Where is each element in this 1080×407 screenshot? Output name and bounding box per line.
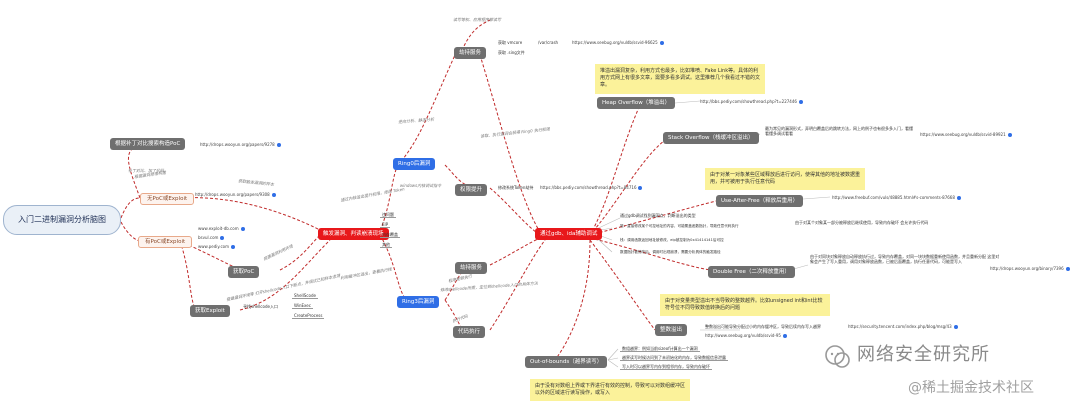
note-oob: 由于没有对数组上界或下界进行有效的控制，导致可以对数组缓冲区以外的区域进行读写操… (530, 379, 690, 401)
uaf-desc: 由于对某个对象某一部分被释放后继续使用，导致内存破坏 会允许执行代码 (795, 220, 929, 225)
edge-label: 读写等权、应用程序都读写 (453, 17, 501, 22)
no-poc-node[interactable]: 无PoC或Exploit (140, 193, 195, 205)
info-dot-icon (956, 196, 961, 200)
out-of-bounds-node[interactable]: Out-of-bounds（越界读写） (525, 356, 608, 368)
code-exec-node[interactable]: 代码执行 (453, 326, 486, 338)
watermark-title: 网络安全研究所 (857, 344, 990, 365)
shellcode-item: WinExec (292, 303, 313, 309)
edge-label: 补丁对比、加了代码 (128, 168, 164, 173)
wechat-logo-icon (825, 345, 850, 368)
pediy-84716-link[interactable]: https://bbs.pediy.com/showthread.php?t=8… (540, 185, 643, 190)
seebug-89921-link[interactable]: https://www.seebug.org/vuldb/ssvid-89921 (920, 132, 1012, 137)
main-node[interactable]: 通过gdb、ida辅助调试 (535, 228, 603, 240)
hijack-item: 获取 vmcore (498, 40, 523, 45)
integer-desc: 整数溢出可能导致分配过小的内存缓冲区，导致后续内存写入越界 (705, 324, 821, 329)
info-dot-icon (782, 334, 787, 338)
info-dot-icon (798, 100, 803, 104)
info-dot-icon (1007, 133, 1012, 137)
hijack-flow2-node[interactable]: 劫持服务 (455, 262, 488, 274)
ring3-node[interactable]: Ring3后漏洞 (397, 296, 440, 308)
freebuf-link[interactable]: http://www.freebuf.com/vuls/48885.html#s… (832, 195, 961, 200)
wooyun-7396-link[interactable]: http://drops.wooyun.org/binary/7396 (990, 266, 1070, 271)
stack-desc: 最为常见的漏洞形式，弄明白覆盖后的跳转方法，网上的例子也有很多多入门，看懂看懂多… (765, 126, 913, 136)
exploit-db-link[interactable]: www.exploit-db.com (198, 226, 245, 231)
info-dot-icon (659, 41, 664, 45)
main-desc: 通过gdb调试找到漏洞点，判断溢出的类型 (620, 213, 696, 218)
has-poc-node[interactable]: 有PoC或Exploit (138, 236, 193, 248)
compare-poc-node[interactable]: 根据补丁对比搜索构造PoC (110, 138, 186, 150)
edge-label: windows内核调试指令 (400, 183, 442, 188)
ring0-node[interactable]: Ring0后漏洞 (393, 158, 436, 170)
integer-overflow-node[interactable]: 整数溢出 (655, 324, 688, 336)
info-dot-icon (220, 236, 225, 240)
pediy-link[interactable]: www.pediy.com (198, 244, 235, 249)
note-uaf: 由于对某一对象某些区域释放后进行访问，使得其他的地址被数据重用，并可被用于执行任… (705, 168, 865, 190)
vmcore-path: /var/crash (538, 40, 559, 45)
double-free-desc: 由于对同块对象释放自动释放执行过，导致内存覆盖，对同一块块数据重新使用函数，并且… (810, 254, 1000, 264)
paper-9308-link[interactable]: http://drops.wooyun.org/papers/9308 (195, 192, 276, 197)
pediy-227446-link[interactable]: http://bbs.pediy.com/showthread.php?t=22… (700, 99, 803, 104)
watermark-sub: @稀土掘金技术社区 (908, 380, 1034, 396)
info-dot-icon (230, 245, 235, 249)
get-poc-node[interactable]: 获取PoC (228, 266, 260, 278)
shellcode-label: 寻找shellcode入口 (243, 304, 278, 309)
crash-item: EIP (380, 222, 391, 228)
privesc-node[interactable]: 权限提升 (455, 184, 488, 196)
main-detail-2: 栈：调用函数返回地址被修改，eip被控制为0x41414141后可控 (620, 238, 724, 242)
bsvul-link[interactable]: bsvul.com (198, 235, 225, 240)
info-dot-icon (271, 193, 276, 197)
root-node[interactable]: 入门二进制漏洞分析脑图 (3, 205, 121, 235)
crash-item: 其他 (380, 242, 392, 248)
stack-overflow-node[interactable]: Stack Overflow（栈缓冲区溢出） (663, 132, 759, 144)
oob-item: 写入时可以越界写内存到相邻内存，导致内存破坏 (620, 364, 712, 370)
main-detail-1: 堆：直接修改某个可控地址的内容，可能覆盖函数指针，导致任意代码执行 (620, 224, 739, 228)
info-dot-icon (953, 325, 958, 329)
info-dot-icon (240, 227, 245, 231)
paper-9278-link[interactable]: http://drops.wooyun.org/papers/9278 (200, 142, 281, 147)
crash-item: 违问题 (380, 212, 396, 218)
note-integer: 由于对变量类型溢出不当导致的整数越界。比如unsigned int和int比较符… (660, 294, 830, 316)
shellcode-item: CreateProcess (292, 313, 325, 319)
oob-item: 数组越界：例如当前sizeof计算出一个漏洞 (620, 346, 700, 352)
seebug-ssvid-95-link[interactable]: http://www.seebug.org/vuldb/ssvid-95 (705, 333, 787, 338)
use-after-free-node[interactable]: Use-After-Free（释放后重用） (716, 195, 804, 207)
oob-item: 越界读写时候访问到了未初始化的内存，导致数据信息泄露 (620, 355, 728, 361)
ring0-privesc-label: 修改系统Token劫持 (498, 185, 534, 190)
info-dot-icon (638, 186, 643, 190)
info-dot-icon (276, 143, 281, 147)
double-free-node[interactable]: Double Free（二次释放重用） (708, 266, 795, 278)
seebug-96625-link[interactable]: https://www.seebug.org/vuldb/ssvid-96625 (572, 40, 664, 45)
get-exploit-node[interactable]: 获取Exploit (190, 305, 230, 317)
hijack-item: 获取 .sing文件 (498, 50, 525, 55)
trigger-node[interactable]: 触发漏洞、判读崩溃现场 (318, 228, 389, 240)
heap-overflow-node[interactable]: Heap Overflow（堆溢出） (597, 97, 676, 109)
info-dot-icon (1065, 267, 1070, 271)
shellcode-item: ShellScode (292, 293, 318, 299)
security-tencent-link[interactable]: https://security.tencent.com/index.php/b… (848, 324, 958, 329)
hijack-flow-node[interactable]: 劫持服务 (454, 47, 487, 59)
note-heap: 堆溢出漏洞复杂，利用方式也最多，比如堆喷、Fake Link等。具体的利用方式网… (595, 64, 765, 94)
crash-item: 内存覆盖 (380, 232, 400, 238)
main-detail-3: 数据指针被修改后，调用时出现崩溃，需要分析具体的触发路径 (620, 250, 721, 254)
